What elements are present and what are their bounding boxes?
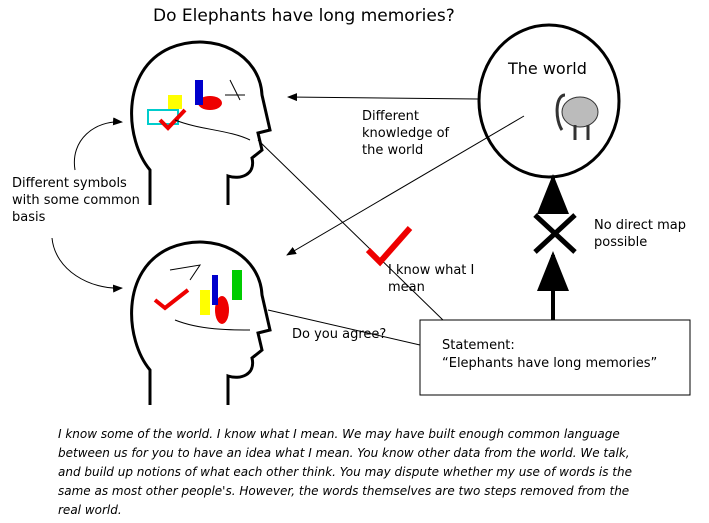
- arrow-world-to-bottom-head: [286, 115, 525, 256]
- no-direct-map-label: No direct map possible: [594, 218, 686, 250]
- different-symbols-label: Different symbols with some common basis: [12, 176, 140, 225]
- check-icon: [365, 226, 413, 267]
- line-statement-to-bottom-head: [267, 309, 421, 346]
- world-label: The world: [508, 59, 587, 78]
- elephant-icon: [555, 93, 599, 140]
- symbols-bottom: [153, 264, 251, 331]
- curved-arrow-down: [51, 237, 123, 293]
- different-knowledge-label: Different knowledge of the world: [362, 109, 450, 158]
- page-title: Do Elephants have long memories?: [153, 6, 455, 26]
- statement-box: [419, 319, 691, 396]
- statement-label: Statement:: [442, 338, 515, 353]
- world-ellipse: [477, 23, 621, 179]
- caption: I know some of the world. I know what I …: [58, 427, 633, 517]
- head-top: [130, 40, 272, 205]
- do-you-agree-label: Do you agree?: [292, 327, 387, 342]
- arrow-world-to-top-head: [287, 93, 479, 102]
- i-know-label: I know what I mean: [388, 263, 475, 295]
- line-top-head-to-statement: [257, 139, 446, 323]
- cross-icon: [533, 213, 577, 254]
- statement-text: “Elephants have long memories”: [442, 356, 658, 371]
- symbols-top: [147, 79, 251, 141]
- curved-arrow-up: [73, 117, 123, 171]
- head-bottom: [130, 240, 272, 405]
